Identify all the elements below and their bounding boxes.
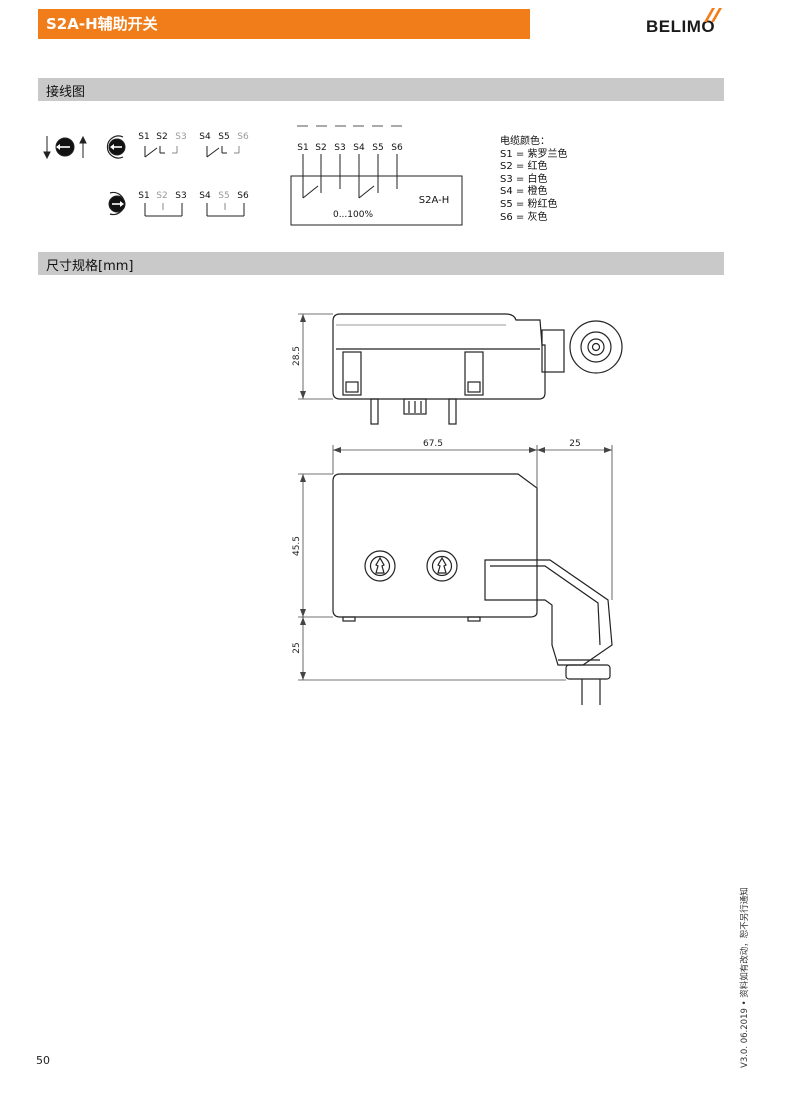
rotation-direction-icon xyxy=(43,135,87,160)
section-title-dimensions: 尺寸规格[mm] xyxy=(46,259,134,274)
legend-title: 电缆颜色： xyxy=(500,136,550,147)
switch-contacts-row2 xyxy=(144,203,245,217)
row1-label-s6: S6 xyxy=(237,132,249,142)
section-title-wiring: 接线图 xyxy=(46,85,86,100)
brand-mark-icon xyxy=(704,8,722,22)
version-note: V3.0. 06.2019 • 资料如有改动，恕不另行通知 xyxy=(740,887,750,1068)
section-header-dimensions: 尺寸规格[mm] xyxy=(38,252,724,275)
box-label-s6: S6 xyxy=(391,143,403,153)
row1-label-s5: S5 xyxy=(218,132,229,142)
box-name: S2A-H xyxy=(419,195,449,206)
dim-cable-offset: 25 xyxy=(569,439,580,449)
dim-cable-height: 25 xyxy=(292,642,302,653)
row2-label-s5: S5 xyxy=(218,191,229,201)
rotation-cw-icon xyxy=(108,191,126,216)
legend-item: S2 = 红色 xyxy=(500,161,548,173)
switch-contacts-row1 xyxy=(144,146,240,158)
legend-item: S1 = 紫罗兰色 xyxy=(500,148,568,160)
legend-item: S5 = 粉红色 xyxy=(500,198,558,210)
dimension-lines xyxy=(298,313,613,681)
box-label-s2: S2 xyxy=(315,143,326,153)
legend-item: S6 = 灰色 xyxy=(500,211,548,223)
cable-color-legend: 电缆颜色： S1 = 紫罗兰色 S2 = 红色 S3 = 白色 S4 = 橙色 … xyxy=(500,136,567,224)
title-bar: S2A-H辅助开关 xyxy=(38,9,530,39)
page-title: S2A-H辅助开关 xyxy=(46,15,158,33)
box-label-s1: S1 xyxy=(297,143,308,153)
dimension-drawing: 28.5 67.5 25 45.5 25 xyxy=(292,313,623,705)
row2-label-s4: S4 xyxy=(199,191,211,201)
page-number: 50 xyxy=(36,1054,50,1067)
dim-width: 67.5 xyxy=(423,439,443,449)
dim-height-front: 45.5 xyxy=(292,536,302,556)
row1-label-s3: S3 xyxy=(175,132,186,142)
row1-label-s2: S2 xyxy=(156,132,167,142)
row2-label-s2: S2 xyxy=(156,191,167,201)
box-label-s5: S5 xyxy=(372,143,383,153)
legend-item: S4 = 橙色 xyxy=(500,186,548,198)
brand-name: BELIMO xyxy=(646,17,716,36)
legend-item: S3 = 白色 xyxy=(500,173,548,185)
front-view-drawing xyxy=(332,473,613,705)
wiring-diagram: S1 S2 S3 S4 S5 S6 S1 S2 S3 S4 S5 S6 S1 S… xyxy=(43,125,463,226)
row1-label-s4: S4 xyxy=(199,132,211,142)
terminal-box xyxy=(290,125,463,226)
row2-label-s3: S3 xyxy=(175,191,186,201)
row2-label-s1: S1 xyxy=(138,191,149,201)
box-label-s4: S4 xyxy=(353,143,365,153)
box-label-s3: S3 xyxy=(334,143,345,153)
section-header-wiring: 接线图 xyxy=(38,78,724,101)
top-view-drawing xyxy=(332,313,623,425)
row2-label-s6: S6 xyxy=(237,191,249,201)
row1-label-s1: S1 xyxy=(138,132,149,142)
dim-height-top: 28.5 xyxy=(292,346,302,366)
box-range: 0...100% xyxy=(333,210,373,220)
belimo-logo: BELIMO xyxy=(646,8,728,42)
rotation-ccw-icon xyxy=(106,135,126,159)
